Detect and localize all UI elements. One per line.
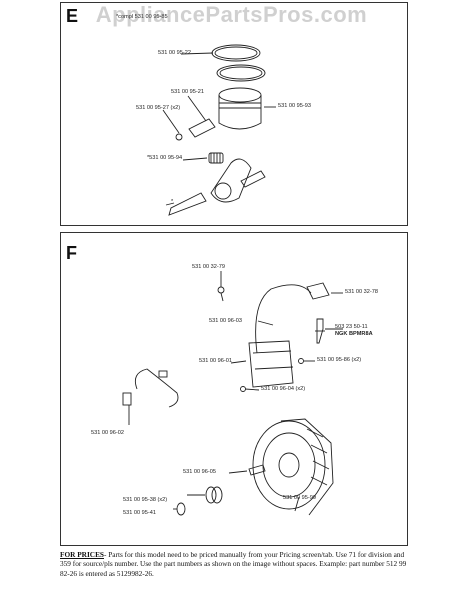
flywheel bbox=[252, 420, 326, 510]
crankshaft-web bbox=[210, 158, 252, 203]
label-crank-mark: * bbox=[171, 199, 174, 205]
pricing-text: - Parts for this model need to be priced… bbox=[60, 550, 407, 578]
flywheel-key bbox=[248, 464, 266, 476]
label-wire: 531 00 96-03 bbox=[209, 318, 242, 324]
label-flywheel: 531 00 95-99 bbox=[283, 495, 316, 501]
spark-plug-cap bbox=[306, 282, 330, 300]
label-screw-top: 531 00 32-79 bbox=[192, 264, 225, 270]
label-ring: 531 00 95-22 bbox=[158, 50, 191, 56]
ignition-wire bbox=[255, 284, 312, 354]
section-f-panel: F bbox=[60, 232, 408, 546]
label-washer: 531 00 95-38 (x2) bbox=[123, 497, 168, 503]
label-screw-x2: 531 00 95-86 (x2) bbox=[317, 357, 362, 363]
label-switch: 531 00 96-02 bbox=[91, 430, 124, 436]
coil-screw bbox=[298, 358, 304, 364]
stop-switch bbox=[122, 392, 132, 406]
pricing-note: FOR PRICES- Parts for this model need to… bbox=[60, 550, 410, 578]
label-pin: 531 00 95-21 bbox=[171, 89, 204, 95]
label-plug: 503 23 50-11 bbox=[335, 324, 368, 330]
crankshaft-shaft bbox=[168, 192, 207, 216]
spark-plug bbox=[316, 318, 324, 344]
label-coil: 531 00 96-01 bbox=[199, 358, 232, 364]
piston-body bbox=[218, 95, 262, 130]
label-key: 531 00 96-05 bbox=[183, 469, 216, 475]
label-piston: 531 00 95-93 bbox=[278, 103, 311, 109]
stop-switch-cable bbox=[134, 368, 179, 408]
ignition-flywheel-diagram bbox=[122, 271, 343, 516]
label-compl: *compl 531 00 95-85 bbox=[116, 14, 168, 20]
section-f-letter: F bbox=[66, 243, 77, 263]
washer-2 bbox=[211, 486, 223, 504]
label-plug-ngk: NGK BPMR8A bbox=[335, 331, 373, 337]
section-e-panel: E bbox=[60, 2, 408, 226]
screw-top bbox=[217, 286, 225, 294]
piston-crank-diagram bbox=[162, 44, 276, 216]
coil-screw-bottom bbox=[240, 386, 246, 392]
ignition-coil bbox=[248, 340, 294, 388]
label-cap: 531 00 32-78 bbox=[345, 289, 378, 295]
label-nut: 531 00 95-41 bbox=[123, 510, 156, 516]
pricing-heading: FOR PRICES bbox=[60, 550, 104, 559]
piston-ring-lower bbox=[216, 64, 266, 82]
washer-1 bbox=[205, 486, 217, 504]
needle-bearing bbox=[208, 152, 224, 164]
section-e-letter: E bbox=[66, 6, 79, 26]
label-circlip: 531 00 95-27 (x2) bbox=[136, 105, 181, 111]
label-screw-bottom: 531 00 96-04 (x2) bbox=[261, 386, 306, 392]
label-bearing: *531 00 95-94 bbox=[147, 155, 183, 161]
flywheel-nut bbox=[176, 502, 186, 516]
circlip bbox=[175, 133, 183, 141]
piston-pin bbox=[188, 118, 216, 138]
